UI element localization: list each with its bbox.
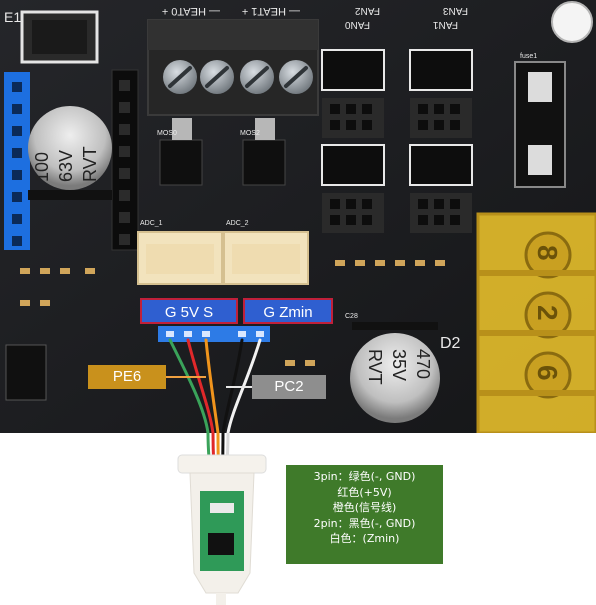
silk-e1: E1	[4, 9, 21, 25]
cap-left-line3: RVT	[80, 146, 100, 182]
capacitor-left	[28, 106, 112, 190]
mosfet-0	[159, 139, 203, 186]
cap-right-line2: 35V	[389, 349, 409, 381]
cap-left-line1: 100	[32, 152, 52, 182]
wiring-legend: 3pin：绿色(-, GND) 红色(+5V) 橙色(信号线) 2pin：黑色(…	[286, 465, 443, 564]
silk-mos0: MOS0	[157, 130, 177, 137]
silk-fan1: FAN1	[433, 19, 458, 30]
cap-right-line3: RVT	[365, 349, 385, 385]
legend-line-4: 2pin：黑色(-, GND)	[313, 516, 416, 530]
probe-header	[158, 326, 270, 342]
silk-c28: C28	[345, 313, 358, 320]
cap-right-line1: 470	[413, 349, 433, 379]
terminal-digit-2: 2	[532, 305, 563, 321]
ic-chip	[5, 344, 47, 401]
pc2-label: PC2	[252, 375, 326, 399]
legend-line-2: 红色(+5V)	[337, 485, 392, 499]
silk-heat1: — HEAT1 +	[242, 5, 300, 17]
terminal-digit-3: 6	[532, 365, 563, 381]
silk-d2: D2	[440, 335, 461, 352]
pin2-label: G Zmin	[243, 298, 333, 324]
mosfet-2	[242, 139, 286, 186]
silk-fuse: fuse1	[520, 53, 537, 60]
silk-fan3: FAN3	[443, 5, 468, 16]
legend-line-5: 白色：(Zmin)	[329, 532, 400, 545]
silk-fan2: FAN2	[355, 5, 380, 16]
terminal-digit-1: 8	[532, 245, 563, 261]
mainboard-photo: — HEAT0 + — HEAT1 + FAN0 FAN2 FAN1 FAN3 …	[0, 0, 596, 433]
bltouch-probe	[177, 433, 267, 605]
pin3-label: G 5V S	[140, 298, 238, 324]
silk-mos2: MOS2	[240, 130, 260, 137]
legend-line-3: 橙色(信号线)	[332, 501, 397, 514]
cap-left-line2: 63V	[56, 150, 76, 182]
legend-line-1: 3pin：绿色(-, GND)	[313, 470, 416, 483]
pe6-label: PE6	[88, 365, 166, 389]
silk-adc2: ADC_2	[226, 220, 249, 227]
silk-adc1: ADC_1	[140, 220, 163, 227]
capacitor-right	[350, 333, 440, 423]
mainboard-illustration: — HEAT0 + — HEAT1 + FAN0 FAN2 FAN1 FAN3 …	[0, 0, 596, 433]
mounting-hole	[552, 2, 592, 42]
silk-heat0: — HEAT0 +	[162, 5, 220, 17]
silk-fan0: FAN0	[345, 19, 370, 30]
